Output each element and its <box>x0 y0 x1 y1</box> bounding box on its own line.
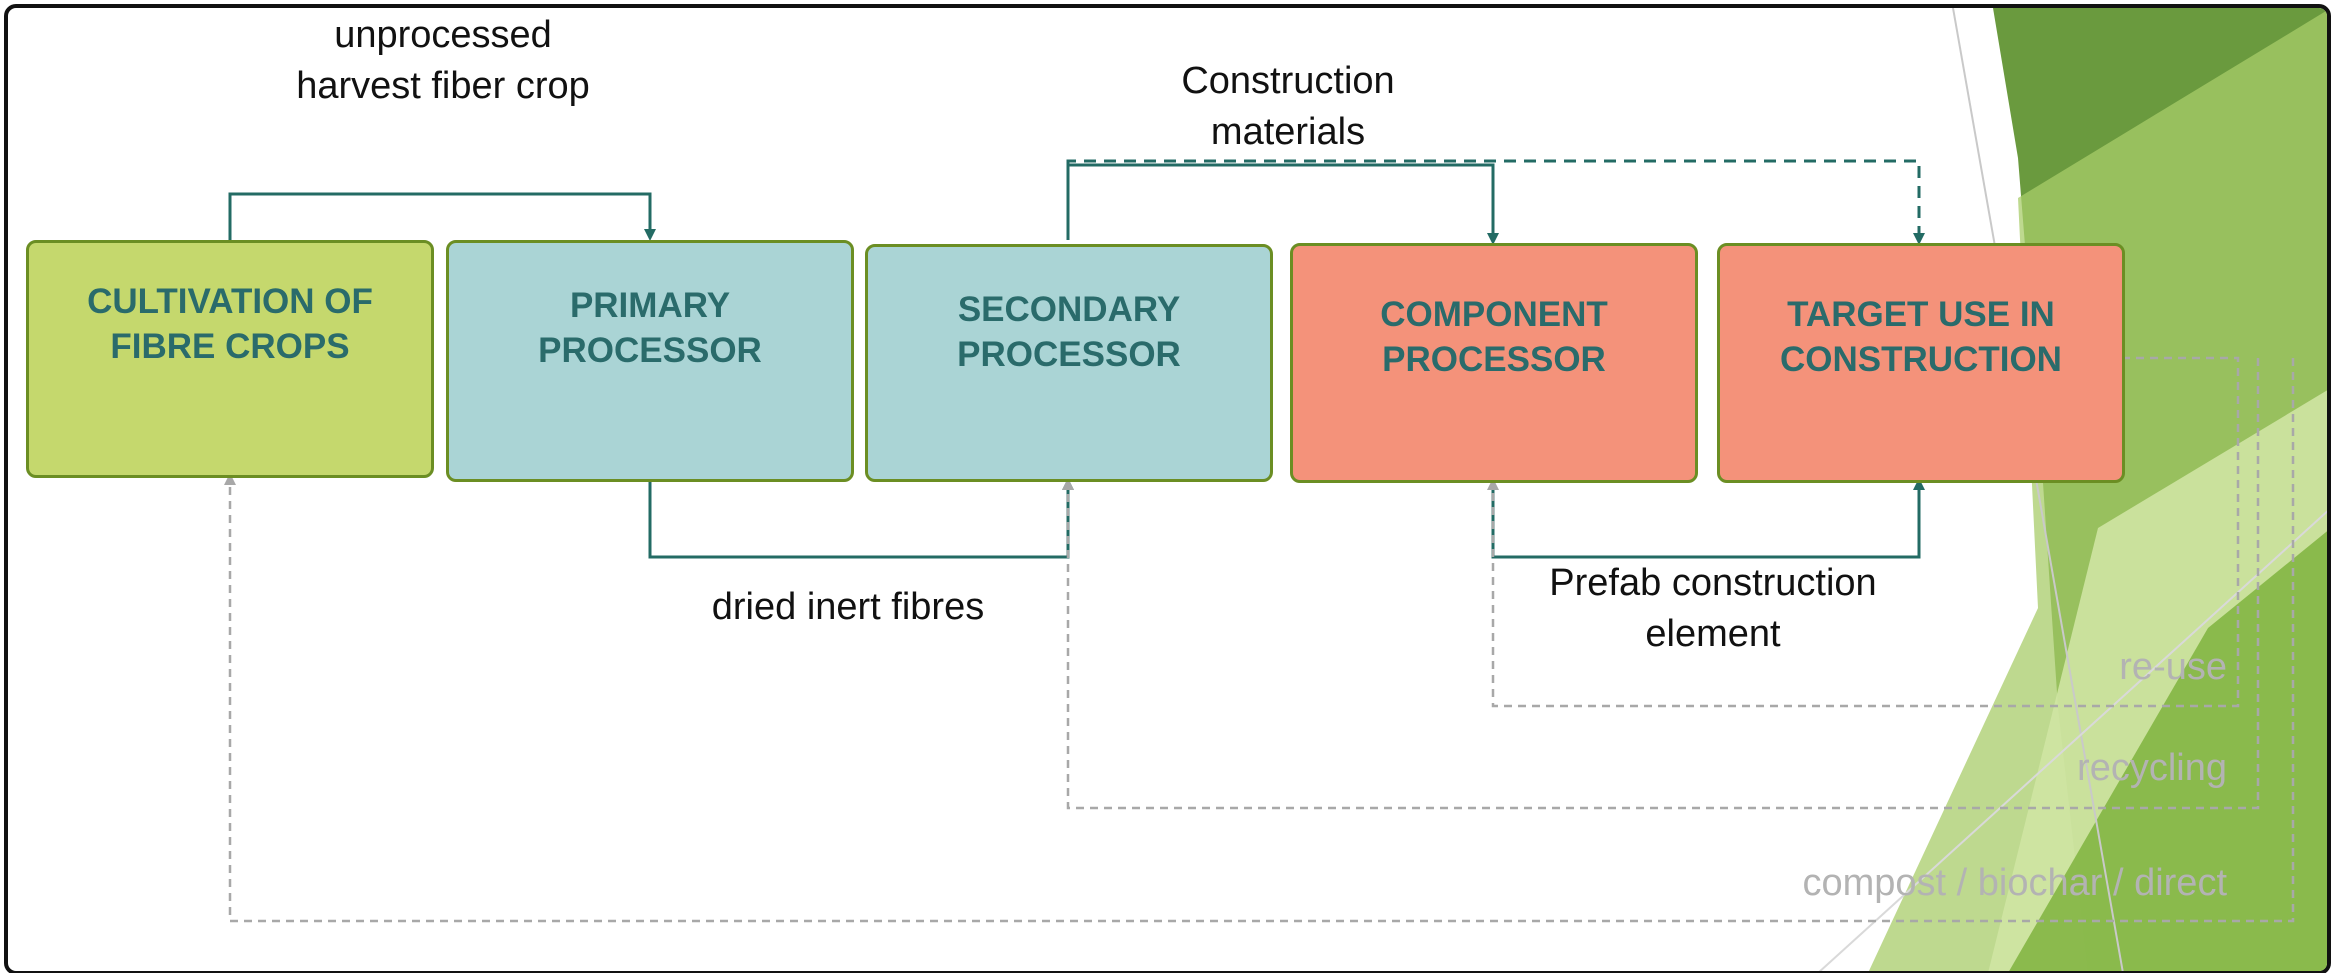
box-secondary-processor-label: SECONDARY PROCESSOR <box>957 290 1181 374</box>
flow-arrow-prefab <box>1491 478 1925 559</box>
label-harvest: unprocessed harvest fiber crop <box>296 14 590 107</box>
label-construction-materials: Construction materials <box>1181 60 1395 153</box>
flow-arrow-harvest <box>228 192 656 241</box>
triangle-bright <box>2009 531 2327 971</box>
label-reuse: re-use <box>2119 646 2227 688</box>
label-dried-fibres: dried inert fibres <box>711 586 985 628</box>
flow-arrow-construction-materials <box>1066 163 1499 245</box>
box-primary-processor-label: PRIMARY PROCESSOR <box>538 286 762 370</box>
loop-reuse-line <box>1487 356 2240 708</box>
label-recycling: recycling <box>2077 747 2227 789</box>
box-secondary-processor: SECONDARY PROCESSOR <box>865 244 1273 482</box>
box-cultivation-label: CULTIVATION OF FIBRE CROPS <box>87 282 373 366</box>
flow-arrow-construction-materials-direct <box>1066 159 1925 245</box>
decorative-triangles <box>1818 8 2327 971</box>
flow-arrow-dried-fibres <box>648 478 1074 559</box>
box-cultivation: CULTIVATION OF FIBRE CROPS <box>26 240 434 478</box>
label-prefab: Prefab construction element <box>1549 562 1877 655</box>
loop-recycling-line <box>1062 358 2260 810</box>
box-component-processor-label: COMPONENT PROCESSOR <box>1380 295 1608 379</box>
box-primary-processor: PRIMARY PROCESSOR <box>446 240 854 482</box>
box-component-processor: COMPONENT PROCESSOR <box>1290 243 1698 483</box>
flow-lines <box>224 159 2295 923</box>
triangle-edge-line <box>1952 8 2124 971</box>
label-compost: compost / biochar / direct <box>1802 862 2227 904</box>
box-target-use-label: TARGET USE IN CONSTRUCTION <box>1780 295 2062 379</box>
triangle-edge-line <box>1818 510 2327 971</box>
loop-compost-line <box>224 358 2295 923</box>
slide-frame: CULTIVATION OF FIBRE CROPS PRIMARY PROCE… <box>4 4 2331 973</box>
box-target-use: TARGET USE IN CONSTRUCTION <box>1717 243 2125 483</box>
